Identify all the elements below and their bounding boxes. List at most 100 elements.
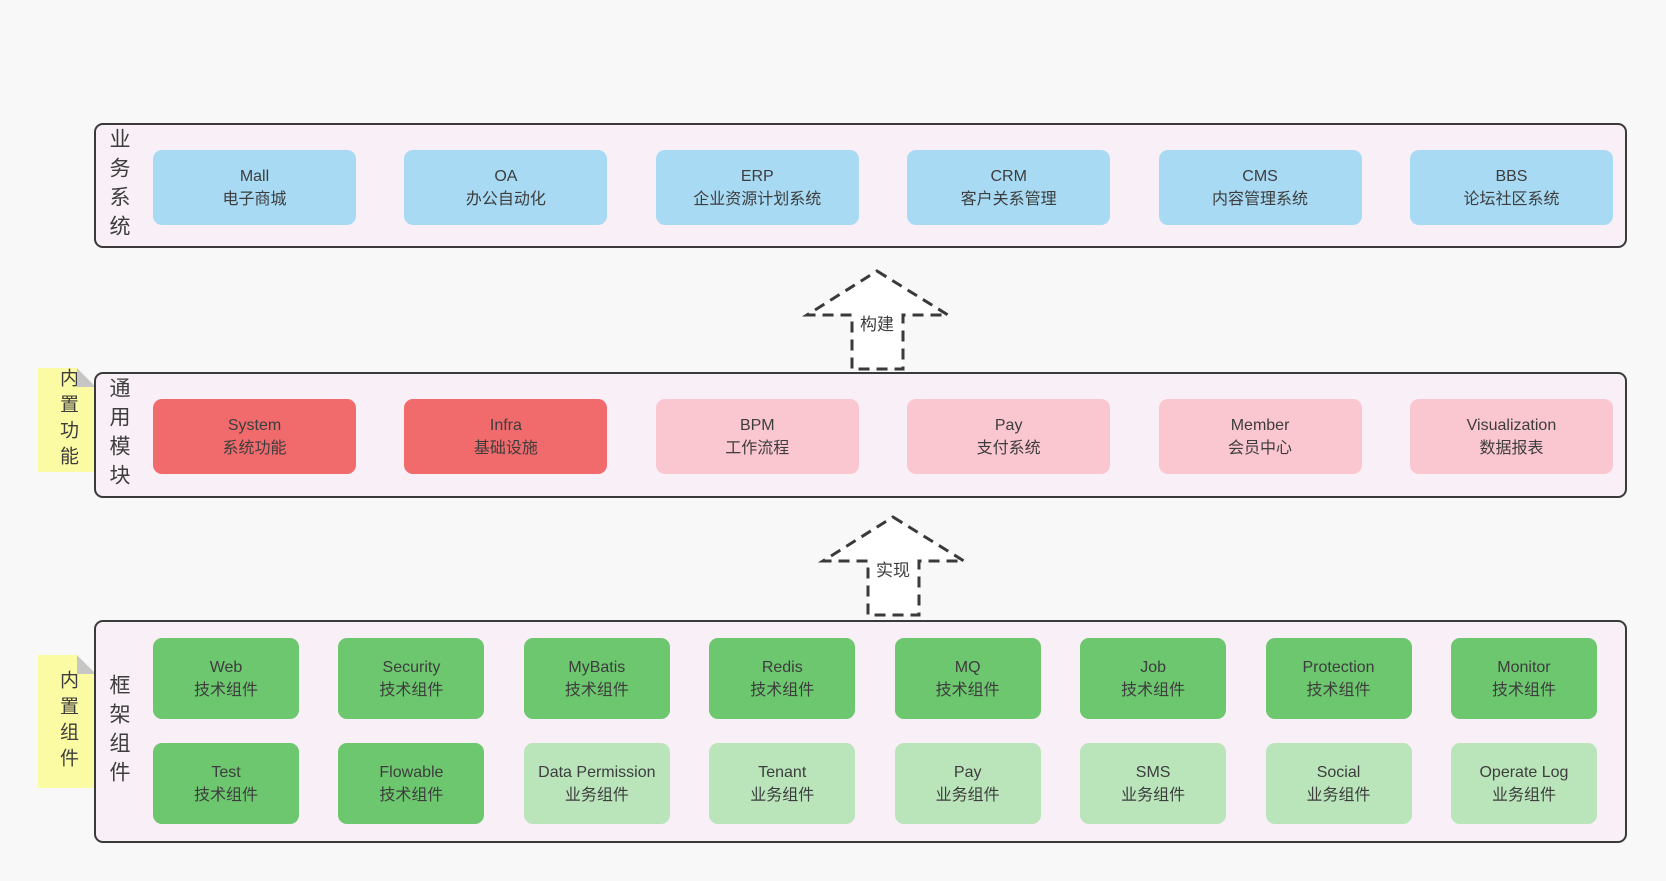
box-title: CRM (990, 167, 1027, 185)
box-title: CMS (1242, 167, 1278, 185)
box-subtitle: 系统功能 (222, 439, 287, 457)
box-flowable: Flowable 技术组件 (338, 743, 485, 824)
box-title: OA (494, 167, 518, 185)
box-web: Web 技术组件 (153, 638, 299, 719)
section-label-modules: 通用模块 (107, 377, 130, 493)
box-title: Protection (1302, 658, 1375, 676)
box-title: Data Permission (538, 763, 656, 781)
box-title: Test (211, 763, 241, 781)
arrow-implement: 实现 (818, 512, 968, 618)
box-subtitle: 业务组件 (750, 786, 815, 804)
box-subtitle: 企业资源计划系统 (693, 190, 822, 208)
box-mybatis: MyBatis 技术组件 (523, 638, 670, 719)
box-title: BBS (1495, 167, 1528, 185)
box-cms: CMS 内容管理系统 (1158, 150, 1362, 225)
box-subtitle: 会员中心 (1228, 439, 1293, 457)
box-subtitle: 业务组件 (1491, 786, 1556, 804)
box-subtitle: 技术组件 (379, 786, 444, 804)
box-title: Infra (489, 416, 522, 434)
box-row: System 系统功能 Infra 基础设施 BPM 工作流程 Pay 支付系统 Member 会… (153, 399, 1613, 474)
box-data-permission: Data Permission 业务组件 (523, 743, 670, 824)
box-title: Mall (239, 167, 270, 185)
box-bbs: BBS 论坛社区系统 (1409, 150, 1613, 225)
box-subtitle: 业务组件 (1121, 786, 1186, 804)
box-social: Social 业务组件 (1265, 743, 1412, 824)
box-subtitle: 数据报表 (1479, 439, 1544, 457)
box-infra: Infra 基础设施 (404, 399, 608, 474)
section-label-components: 框架组件 (107, 673, 130, 790)
box-title: Pay (953, 763, 982, 781)
box-erp: ERP 企业资源计划系统 (655, 150, 859, 225)
box-subtitle: 支付系统 (976, 439, 1041, 457)
box-title: MyBatis (568, 658, 626, 676)
box-title: ERP (740, 167, 774, 185)
box-subtitle: 技术组件 (935, 681, 1000, 699)
box-sms: SMS 业务组件 (1080, 743, 1227, 824)
box-subtitle: 技术组件 (1121, 681, 1186, 699)
section-label-business: 业务系统 (107, 127, 130, 244)
box-subtitle: 技术组件 (1306, 681, 1371, 699)
box-title: BPM (739, 416, 775, 434)
box-redis: Redis 技术组件 (709, 638, 856, 719)
box-title: Social (1316, 763, 1361, 781)
arrow-implement-label: 实现 (873, 556, 913, 581)
arrow-build: 构建 (802, 266, 952, 372)
box-test: Test 技术组件 (153, 743, 299, 824)
box-title: Operate Log (1479, 763, 1569, 781)
box-subtitle: 基础设施 (473, 439, 538, 457)
box-subtitle: 业务组件 (935, 786, 1000, 804)
box-title: Flowable (379, 763, 444, 781)
box-title: Web (209, 658, 243, 676)
box-system: System 系统功能 (153, 399, 356, 474)
box-title: Security (382, 658, 441, 676)
sticky-note-modules: 内置功能 (38, 368, 96, 472)
arrow-build-label: 构建 (857, 310, 897, 335)
box-oa: OA 办公自动化 (404, 150, 608, 225)
section-components: 框架组件 Web 技术组件 Security 技术组件 MyBatis 技术组件 Redis 技… (94, 620, 1627, 843)
box-operate-log: Operate Log 业务组件 (1450, 743, 1597, 824)
box-member: Member 会员中心 (1158, 399, 1362, 474)
box-job: Job 技术组件 (1080, 638, 1227, 719)
box-title: Member (1230, 416, 1290, 434)
box-subtitle: 技术组件 (379, 681, 444, 699)
sticky-note-label: 内置组件 (57, 669, 78, 774)
box-subtitle: 业务组件 (564, 786, 629, 804)
box-title: Pay (994, 416, 1023, 434)
box-subtitle: 内容管理系统 (1212, 190, 1309, 208)
box-title: System (227, 416, 282, 434)
box-subtitle: 技术组件 (750, 681, 815, 699)
box-title: Visualization (1466, 416, 1557, 434)
box-bpm: BPM 工作流程 (655, 399, 859, 474)
box-title: Redis (761, 658, 803, 676)
box-subtitle: 论坛社区系统 (1463, 190, 1560, 208)
sticky-note-label: 内置功能 (57, 368, 78, 472)
box-title: Job (1140, 658, 1166, 676)
box-pay: Pay 业务组件 (894, 743, 1041, 824)
box-security: Security 技术组件 (338, 638, 485, 719)
box-title: Tenant (758, 763, 807, 781)
box-monitor: Monitor 技术组件 (1450, 638, 1597, 719)
box-tenant: Tenant 业务组件 (709, 743, 856, 824)
box-subtitle: 技术组件 (1491, 681, 1556, 699)
box-subtitle: 业务组件 (1306, 786, 1371, 804)
box-subtitle: 技术组件 (193, 786, 258, 804)
box-crm: CRM 客户关系管理 (907, 150, 1111, 225)
box-subtitle: 客户关系管理 (960, 190, 1057, 208)
box-subtitle: 办公自动化 (465, 190, 546, 208)
box-visualization: Visualization 数据报表 (1409, 399, 1613, 474)
box-subtitle: 技术组件 (564, 681, 629, 699)
box-mq: MQ 技术组件 (894, 638, 1041, 719)
box-subtitle: 工作流程 (725, 439, 790, 457)
box-title: MQ (954, 658, 981, 676)
box-title: SMS (1135, 763, 1171, 781)
box-title: Monitor (1497, 658, 1551, 676)
sticky-note-components: 内置组件 (38, 655, 96, 788)
box-pay: Pay 支付系统 (907, 399, 1111, 474)
box-subtitle: 技术组件 (193, 681, 258, 699)
